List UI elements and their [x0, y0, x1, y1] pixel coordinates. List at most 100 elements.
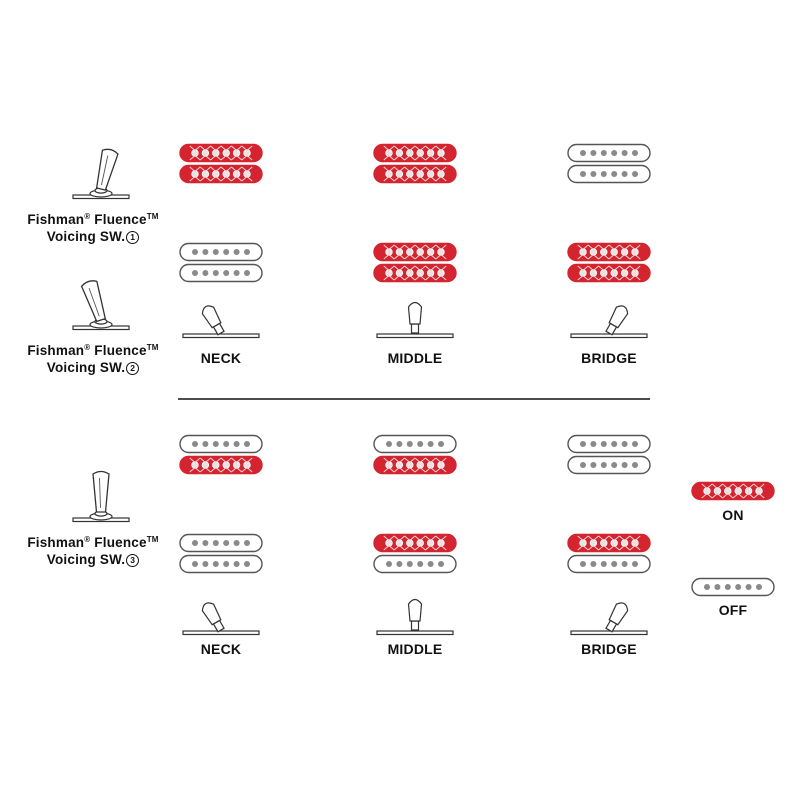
- hatch-mark: [189, 166, 201, 182]
- hatch-mark: [587, 265, 599, 281]
- section-2-middle-selector: [376, 598, 454, 636]
- hatch-mark: [189, 145, 201, 161]
- pole-piece: [406, 248, 414, 256]
- pole-piece: [755, 487, 763, 495]
- pole-piece: [703, 487, 711, 495]
- pole-piece: [223, 249, 230, 255]
- pole-piece: [579, 248, 587, 256]
- pole-piece: [222, 461, 230, 469]
- hatch-mark: [435, 457, 447, 473]
- hatch-mark: [404, 535, 416, 551]
- hatch-mark: [425, 166, 437, 182]
- section-2-bridge-neck-pickup-coil-a: [567, 434, 651, 454]
- pole-piece: [233, 540, 240, 546]
- pole-piece: [437, 269, 445, 277]
- pole-piece: [385, 539, 393, 547]
- blade-knob: [201, 602, 222, 626]
- pole-piece: [745, 584, 752, 590]
- section-2-middle-bridge-pickup-coil-a: [373, 533, 457, 553]
- hatch-mark: [210, 145, 222, 161]
- hatch-mark: [404, 244, 416, 260]
- pole-piece: [406, 539, 414, 547]
- pole-piece: [191, 149, 199, 157]
- pole-piece: [406, 269, 414, 277]
- section-1-neck-neck-pickup-coil-a: [179, 143, 263, 163]
- hatch-mark: [577, 265, 589, 281]
- pole-piece: [192, 270, 198, 276]
- pole-piece: [244, 441, 250, 447]
- pole-piece: [611, 171, 618, 177]
- pole-piece: [426, 248, 435, 256]
- pole-piece: [427, 441, 434, 447]
- pole-piece: [395, 539, 404, 547]
- pole-piece: [233, 249, 240, 255]
- hatch-mark: [241, 145, 253, 161]
- hatch-mark: [414, 265, 426, 281]
- hatch-mark: [629, 535, 641, 551]
- pole-piece: [385, 248, 393, 256]
- blade-knob: [608, 602, 629, 626]
- pole-piece: [223, 540, 230, 546]
- pole-piece: [589, 539, 598, 547]
- hatch-mark: [598, 265, 610, 281]
- pole-piece: [212, 170, 220, 178]
- pole-piece: [620, 248, 629, 256]
- position-label-middle: MIDDLE: [387, 641, 443, 657]
- pole-piece: [724, 487, 732, 495]
- pole-piece: [395, 269, 404, 277]
- switch-label-3: Fishman® FluenceTM Voicing SW.3: [27, 535, 159, 567]
- pole-piece: [202, 441, 209, 447]
- position-label-neck: NECK: [200, 641, 242, 657]
- hatch-mark: [393, 244, 405, 260]
- pole-piece: [395, 248, 404, 256]
- pole-piece: [244, 249, 250, 255]
- section-2-bridge-bridge-pickup-coil-a: [567, 533, 651, 553]
- section-1-neck-neck-pickup-coil-b: [179, 164, 263, 184]
- pole-piece: [579, 269, 587, 277]
- pole-piece: [416, 539, 424, 547]
- legend-on-label: ON: [722, 507, 744, 523]
- pole-piece: [611, 441, 618, 447]
- hatch-mark: [435, 244, 447, 260]
- hatch-mark: [577, 535, 589, 551]
- pole-piece: [385, 149, 393, 157]
- pole-piece: [590, 441, 597, 447]
- pole-piece: [632, 561, 638, 567]
- pole-piece: [632, 462, 638, 468]
- hatch-mark: [619, 244, 631, 260]
- pole-piece: [590, 561, 597, 567]
- hatch-mark: [629, 244, 641, 260]
- section-2-bridge-selector: [570, 602, 648, 636]
- pole-piece: [202, 540, 209, 546]
- pole-piece: [202, 249, 209, 255]
- pole-piece: [437, 539, 445, 547]
- hatch-mark: [414, 145, 426, 161]
- pole-piece: [621, 462, 628, 468]
- pole-piece: [621, 561, 628, 567]
- pole-piece: [631, 539, 639, 547]
- number-badge: 3: [126, 554, 140, 567]
- hatch-mark: [220, 166, 232, 182]
- pole-piece: [406, 149, 414, 157]
- hatch-mark: [210, 457, 222, 473]
- hatch-mark: [383, 535, 395, 551]
- pole-piece: [232, 170, 241, 178]
- pole-piece: [600, 269, 608, 277]
- pole-piece: [201, 149, 210, 157]
- pole-piece: [437, 170, 445, 178]
- hatch-mark: [435, 166, 447, 182]
- hatch-mark: [435, 535, 447, 551]
- pole-piece: [192, 249, 198, 255]
- pole-piece: [417, 441, 424, 447]
- pole-piece: [395, 461, 404, 469]
- pole-piece: [416, 248, 424, 256]
- pole-piece: [212, 149, 220, 157]
- hatch-mark: [199, 145, 211, 161]
- hatch-mark: [393, 457, 405, 473]
- hatch-mark: [404, 457, 416, 473]
- section-1-bridge-bridge-pickup-coil-b: [567, 263, 651, 283]
- hatch-mark: [231, 166, 243, 182]
- pole-piece: [426, 170, 435, 178]
- pole-piece: [734, 487, 742, 495]
- pole-piece: [396, 441, 403, 447]
